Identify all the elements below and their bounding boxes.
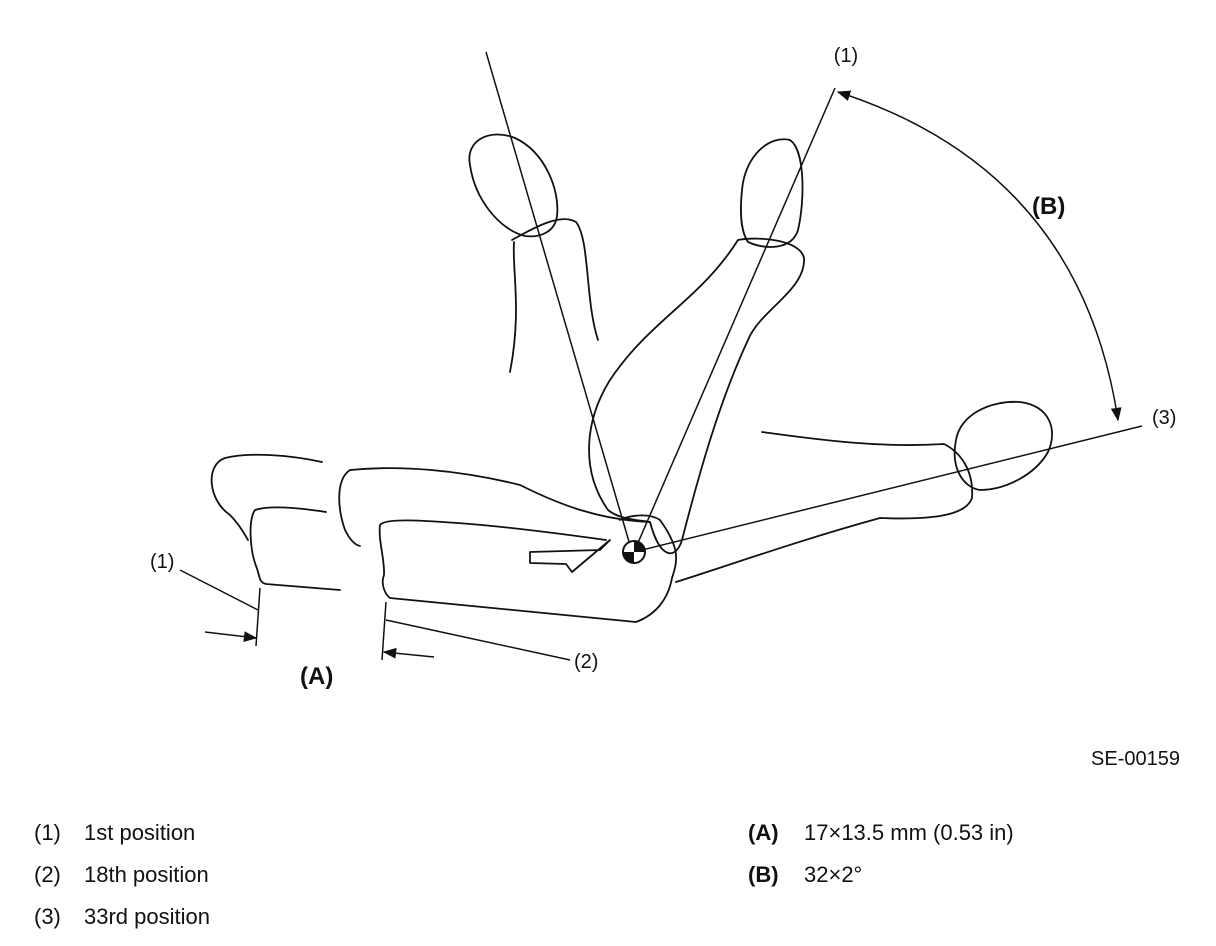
headrest-upright	[468, 133, 559, 238]
legend-item: (3) 33rd position	[34, 904, 210, 930]
callout-top-1: (1)	[834, 45, 858, 67]
dim-a-label: (A)	[300, 663, 333, 690]
legend-item: (1) 1st position	[34, 820, 210, 846]
headrest-first	[740, 138, 804, 248]
seatback-upright-left-edge	[509, 241, 517, 373]
headrest-reclined	[953, 401, 1053, 491]
dim-a-line-right	[382, 647, 435, 659]
callout-left-2: (2)	[574, 651, 598, 673]
callout-left-1: (1)	[150, 551, 174, 573]
cushion-front-base	[249, 506, 341, 591]
legend-right: (A) 17×13.5 mm (0.53 in) (B) 32×2°	[748, 820, 1014, 888]
legend-key: (1)	[34, 820, 61, 845]
dim-a-line-left	[204, 631, 258, 642]
legend-key: (2)	[34, 862, 61, 887]
legend-text: 33rd position	[84, 904, 210, 929]
seatback-first	[588, 237, 805, 555]
legend-left: (1) 1st position (2) 18th position (3) 33rd…	[34, 820, 210, 930]
recline-line-3	[633, 425, 1143, 553]
figure-code: SE-00159	[1091, 748, 1180, 770]
legend-key: (B)	[748, 862, 779, 887]
dim-a-extension-1	[255, 587, 261, 647]
recline-lever	[529, 539, 611, 573]
angle-b-arc	[836, 90, 1122, 422]
dim-a-extension-2	[381, 601, 387, 661]
cushion-mid-outline	[338, 467, 651, 547]
legend-text: 17×13.5 mm (0.53 in)	[804, 820, 1014, 845]
pivot-point-icon	[622, 540, 646, 564]
legend-item: (B) 32×2°	[748, 862, 1014, 888]
cushion-base	[378, 514, 677, 623]
seatback-reclined	[675, 431, 973, 583]
leader-left-1	[179, 569, 259, 611]
legend-item: (2) 18th position	[34, 862, 210, 888]
seatback-upright-outline	[511, 218, 599, 341]
legend-key: (A)	[748, 820, 779, 845]
legend-key: (3)	[34, 904, 61, 929]
recline-line-first-position	[485, 51, 633, 553]
leader-left-2	[385, 619, 571, 661]
callout-right-3: (3)	[1152, 407, 1176, 429]
cushion-front-outline	[210, 453, 323, 541]
legend-item: (A) 17×13.5 mm (0.53 in)	[748, 820, 1014, 846]
dim-b-label: (B)	[1032, 193, 1065, 220]
legend-text: 32×2°	[804, 862, 863, 887]
legend-text: 18th position	[84, 862, 209, 887]
legend-text: 1st position	[84, 820, 196, 845]
